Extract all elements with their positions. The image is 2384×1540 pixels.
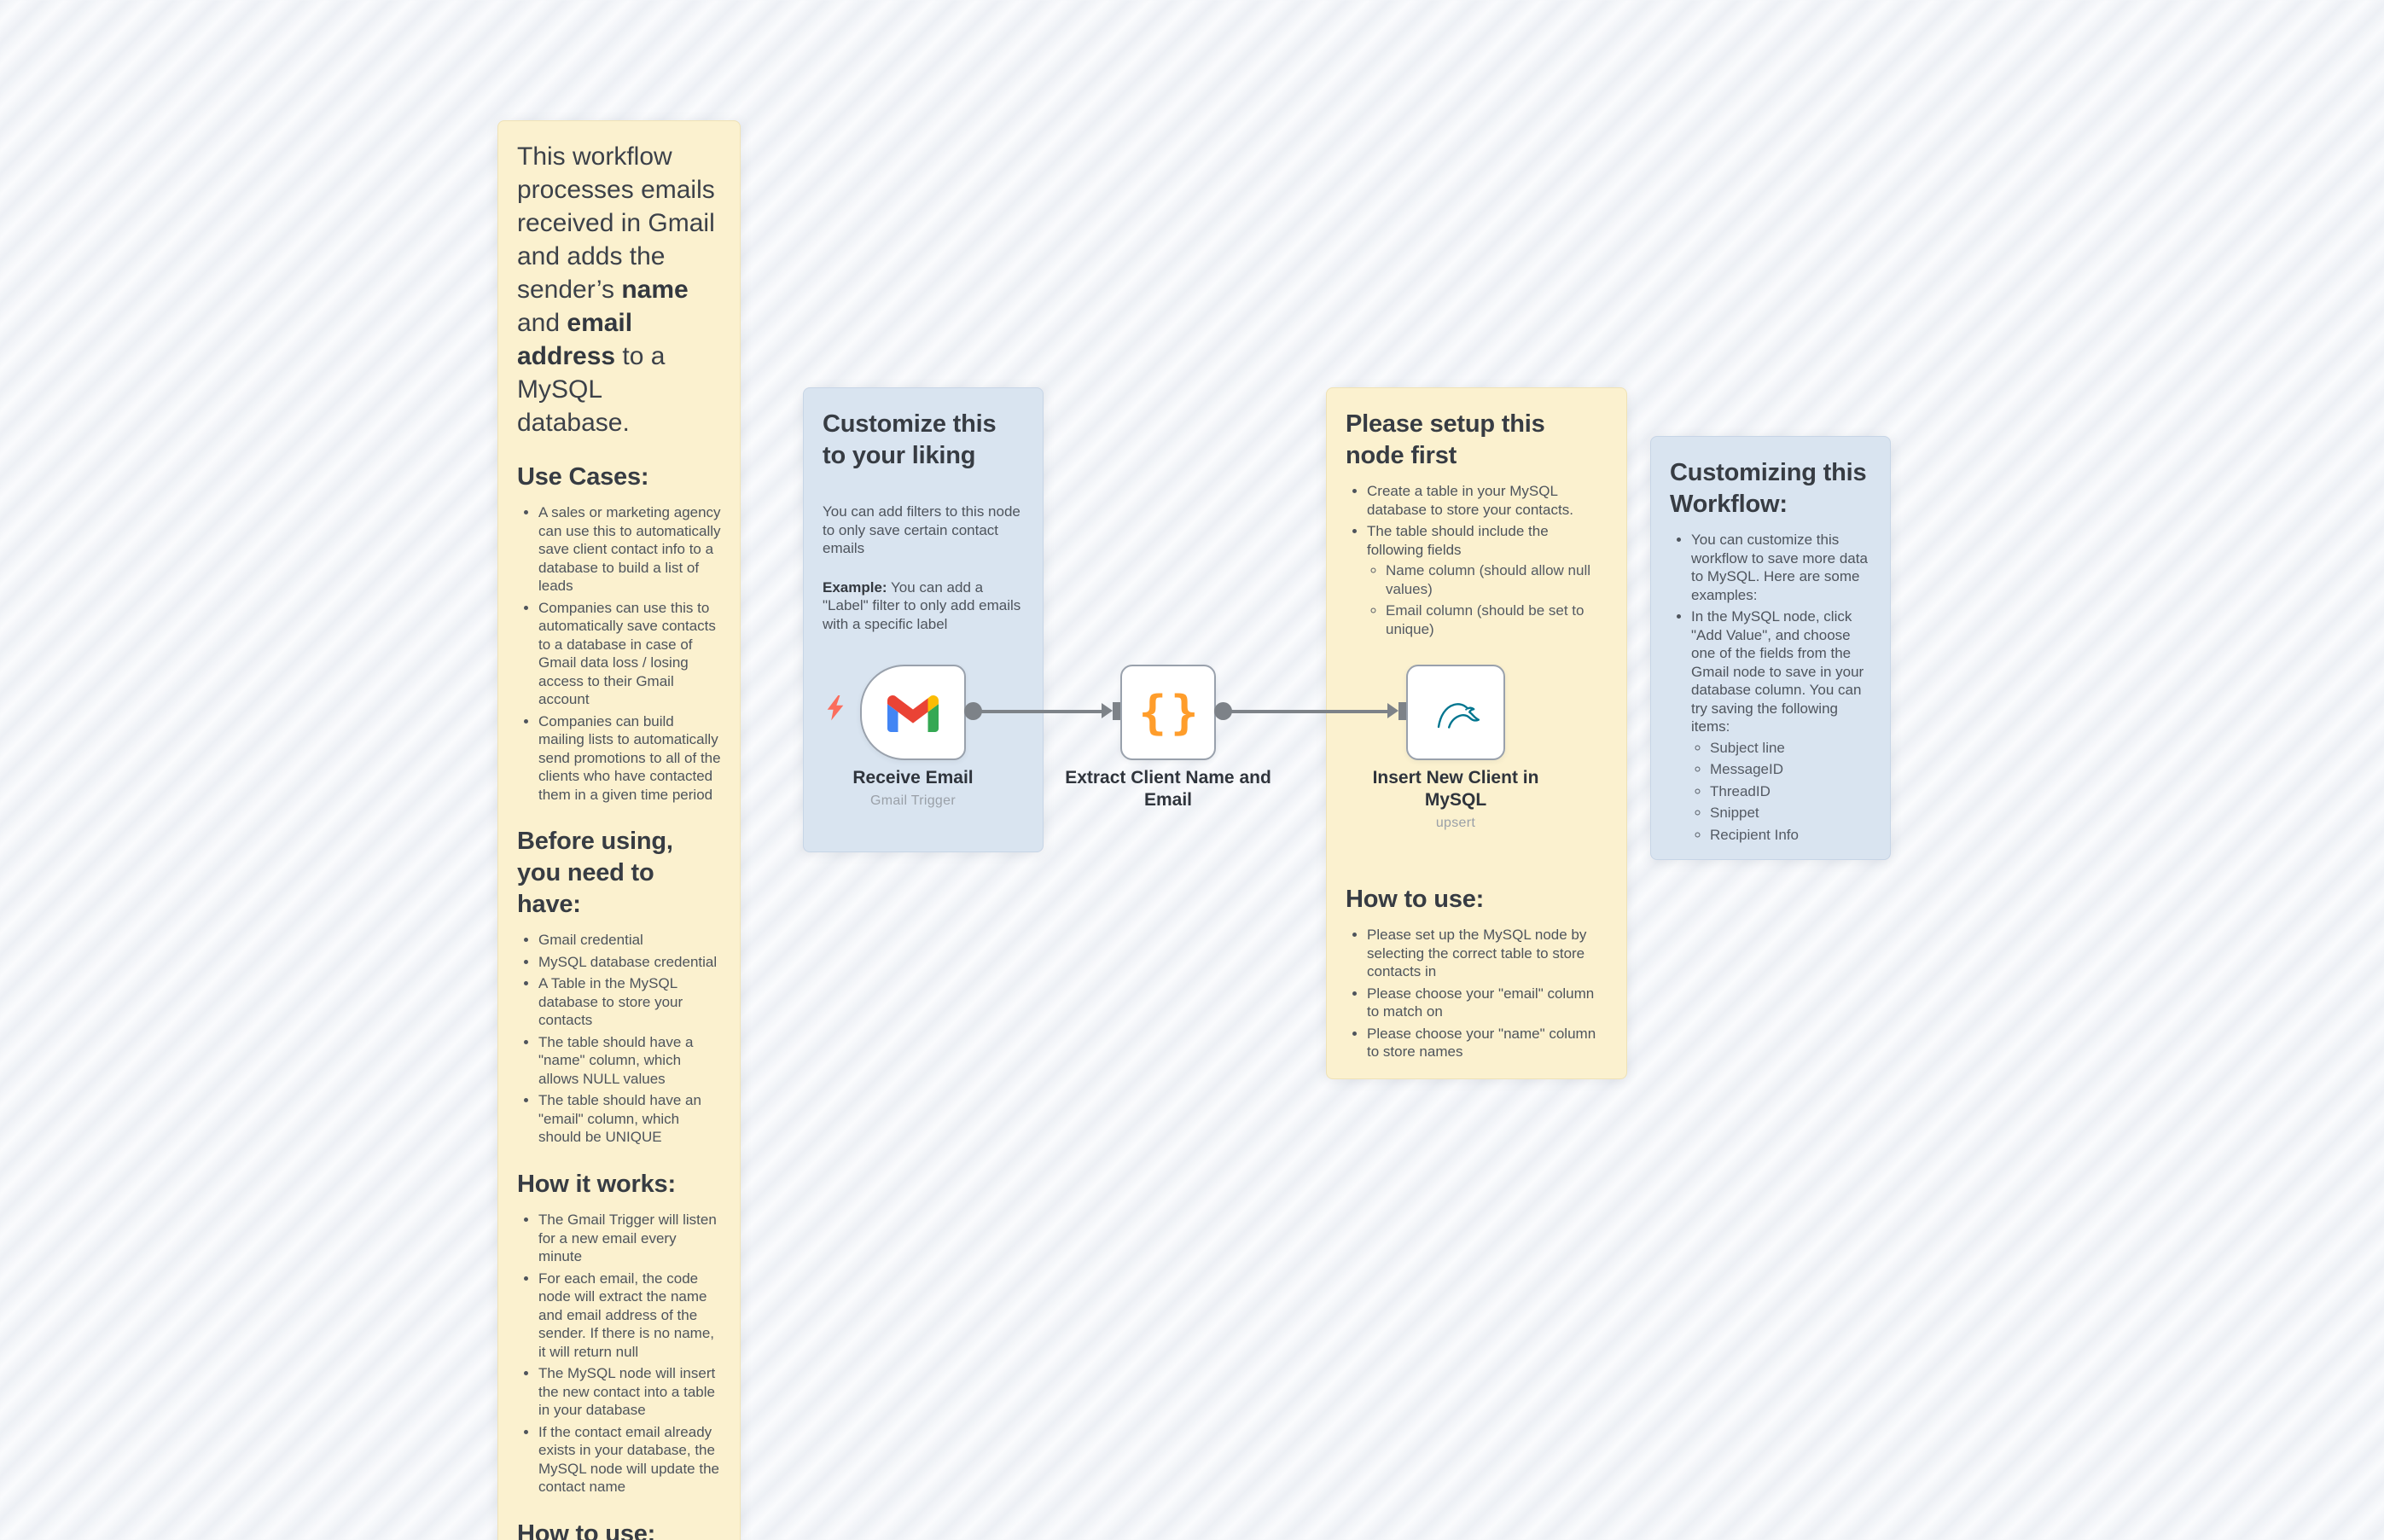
node-subtitle: upsert — [1435, 816, 1476, 830]
setup-how-to-use-heading: How to use: — [1346, 886, 1485, 914]
sub-list-item: Email column (should be set to unique) — [1386, 601, 1608, 638]
sticky-note-customizing-workflow[interactable]: Customizing this Workflow: You can custo… — [1650, 436, 1891, 860]
list-item: If the contact email already exists in y… — [538, 1423, 721, 1496]
node-subtitle: Gmail Trigger — [870, 793, 956, 808]
list-item: Companies can build mailing lists to aut… — [538, 712, 721, 805]
sub-list: Name column (should allow null values)Em… — [1367, 561, 1608, 638]
list-item: The Gmail Trigger will listen for a new … — [538, 1211, 721, 1266]
input-port-bar[interactable] — [1113, 702, 1120, 720]
list-item: Create a table in your MySQL database to… — [1367, 482, 1608, 519]
sticky-note-overview[interactable]: This workflow processes emails received … — [497, 120, 741, 1540]
customizing-workflow-heading: Customizing this Workflow: — [1670, 459, 1867, 519]
node-title: Receive Email — [852, 768, 974, 787]
node-mysql-upsert[interactable] — [1406, 665, 1505, 760]
before-using-heading: Before using, you need to have: — [517, 828, 673, 919]
connection-code-to-mysql[interactable] — [1230, 710, 1389, 713]
list-item: Please choose your "name" column to stor… — [1367, 1025, 1608, 1061]
sub-list-item: Snippet — [1710, 804, 1871, 822]
sub-list: Subject lineMessageID ThreadID SnippetReci… — [1691, 739, 1871, 845]
list-item: For each email, the code node will extra… — [538, 1270, 721, 1362]
node-gmail-trigger[interactable] — [860, 665, 966, 760]
input-port-arrow[interactable] — [1387, 703, 1398, 718]
output-port-dot[interactable] — [1214, 702, 1232, 720]
node-label-mysql: Insert New Client in MySQL upsert — [1366, 767, 1545, 832]
node-title: Insert New Client in MySQL — [1372, 768, 1539, 810]
list-item: The table should include the following f… — [1367, 522, 1608, 638]
how-it-works-list: The Gmail Trigger will listen for a new … — [517, 1211, 721, 1496]
list-item: Companies can use this to automatically … — [538, 599, 721, 709]
list-item: Please set up the MySQL node by selectin… — [1367, 926, 1608, 981]
use-cases-heading: Use Cases: — [517, 463, 649, 491]
list-item: In the MySQL node, click "Add Value", an… — [1691, 607, 1871, 844]
node-code-extract[interactable]: {} — [1120, 665, 1216, 760]
mysql-dolphin-icon — [1437, 703, 1480, 729]
node-label-gmail: Receive Email Gmail Trigger — [809, 767, 1017, 810]
sub-list-item: Name column (should allow null values) — [1386, 561, 1608, 598]
list-item: The table should have a "name" column, w… — [538, 1033, 721, 1089]
list-item: The MySQL node will insert the new conta… — [538, 1364, 721, 1420]
use-cases-list: A sales or marketing agency can use this… — [517, 503, 721, 804]
output-port-dot[interactable] — [964, 702, 982, 720]
setup-heading: Please setup this node first — [1346, 410, 1545, 470]
setup-list: Create a table in your MySQL database to… — [1346, 482, 1608, 638]
before-using-list: Gmail credentialMySQL database credentia… — [517, 931, 721, 1147]
list-item: You can customize this workflow to save … — [1691, 531, 1871, 604]
list-item: The table should have an "email" column,… — [538, 1091, 721, 1147]
sub-list-item: MessageID — [1710, 760, 1871, 779]
connection-gmail-to-code[interactable] — [978, 710, 1104, 713]
list-item: Gmail credential — [538, 931, 721, 950]
sub-list-item: Recipient Info — [1710, 826, 1871, 845]
list-item: A sales or marketing agency can use this… — [538, 503, 721, 596]
gmail-logo-icon — [887, 694, 939, 732]
node-title: Extract Client Name and Email — [1065, 768, 1271, 810]
list-item: Please choose your "email" column to mat… — [1367, 985, 1608, 1021]
input-port-arrow[interactable] — [1102, 703, 1113, 718]
sub-list-item: ThreadID — [1710, 782, 1871, 801]
how-it-works-heading: How it works: — [517, 1170, 676, 1198]
customize-text: You can add filters to this node to only… — [823, 503, 1020, 557]
lightning-bolt-icon — [827, 695, 844, 721]
customize-heading: Customize this to your liking — [823, 410, 997, 470]
how-to-use-heading: How to use: — [517, 1520, 656, 1540]
node-label-code: Extract Client Name and Email — [1061, 767, 1275, 811]
sticky-note-customize-trigger[interactable]: Customize this to your liking You can ad… — [803, 387, 1044, 852]
setup-how-to-use-list: Please set up the MySQL node by selectin… — [1346, 926, 1608, 1061]
list-item: MySQL database credential — [538, 953, 721, 972]
customize-example-text: Example: You can add a "Label" filter to… — [823, 578, 1021, 632]
list-item: A Table in the MySQL database to store y… — [538, 974, 721, 1030]
note-intro-text: This workflow processes emails received … — [517, 142, 715, 437]
customizing-workflow-list: You can customize this workflow to save … — [1670, 531, 1871, 844]
code-braces-icon: {} — [1138, 685, 1203, 740]
input-port-bar[interactable] — [1398, 702, 1406, 720]
sub-list-item: Subject line — [1710, 739, 1871, 758]
